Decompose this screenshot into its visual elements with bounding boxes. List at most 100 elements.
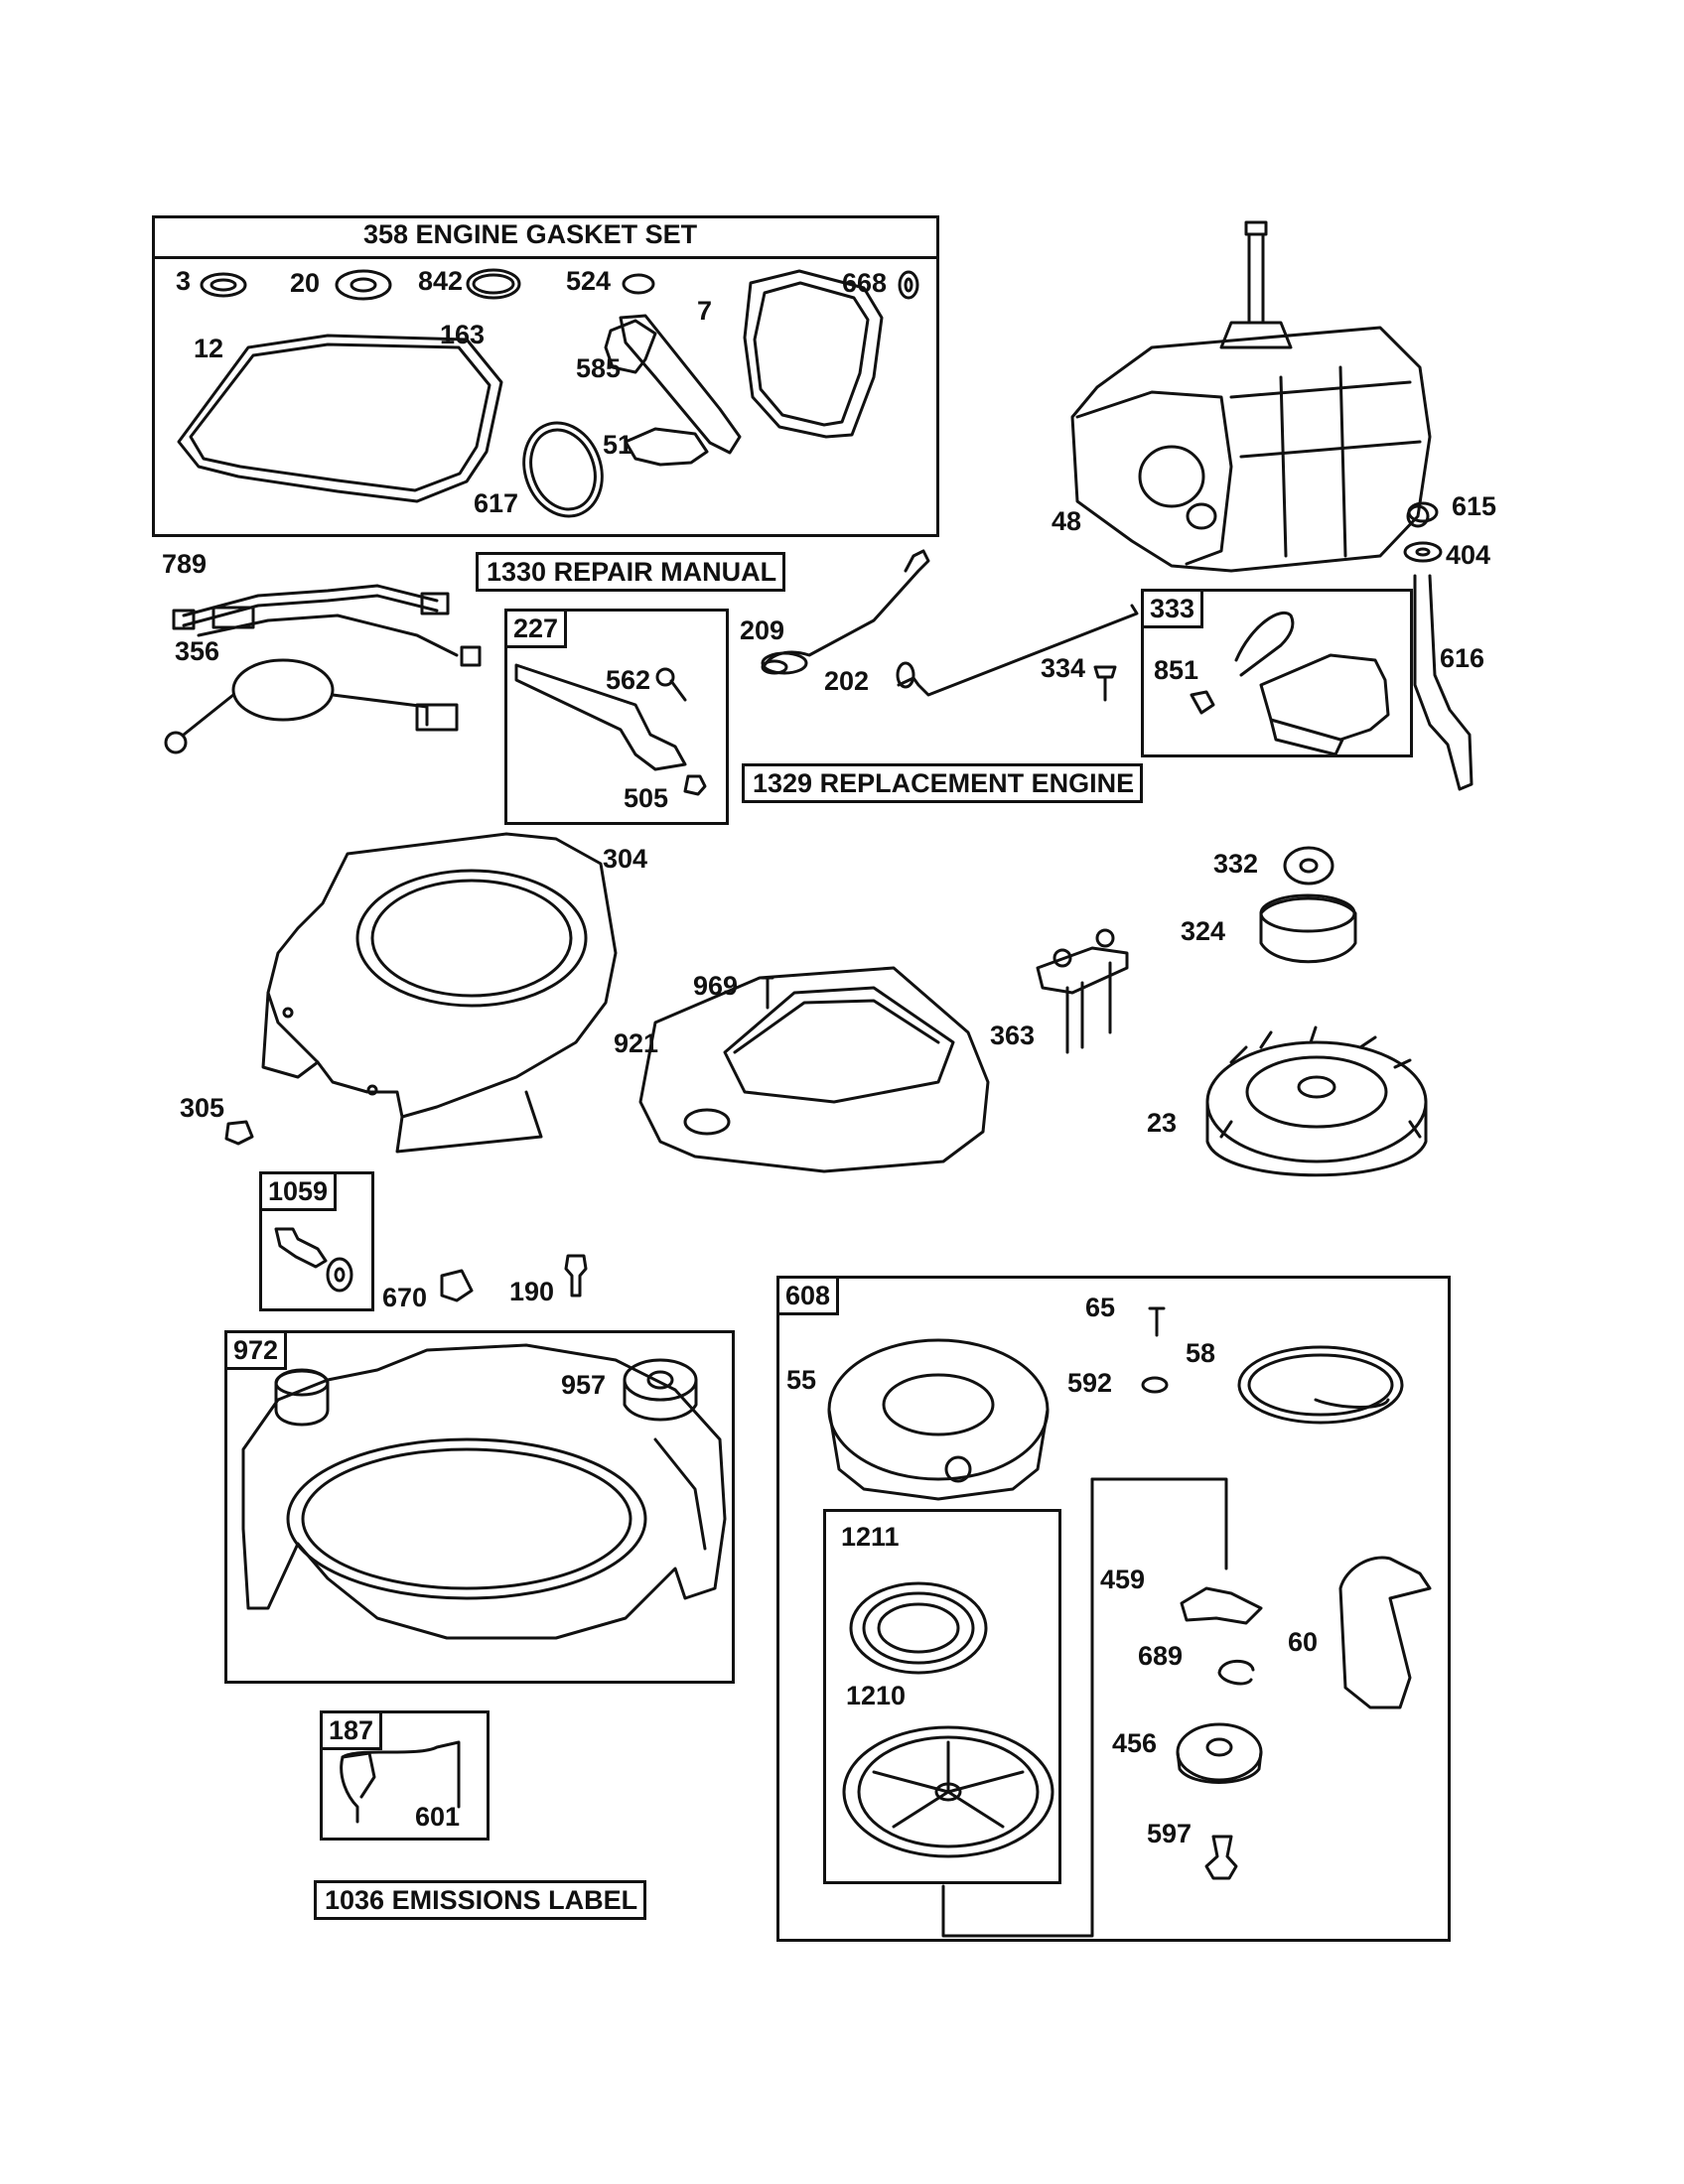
engine-gasket-set-title-bar xyxy=(152,215,939,259)
kit-187-label-601: 601 xyxy=(415,1802,461,1832)
kit-608-label-58: 58 xyxy=(1186,1338,1216,1368)
kit-1059-tag: 1059 xyxy=(259,1171,338,1211)
kit-227-tag: 227 xyxy=(504,609,568,648)
label-209: 209 xyxy=(740,615,785,645)
nut-592 xyxy=(1141,1376,1169,1394)
emissions-label-title: 1036 EMISSIONS LABEL xyxy=(314,1880,647,1920)
starter-handle-60 xyxy=(1338,1556,1432,1709)
gasket-label-585: 585 xyxy=(576,353,622,383)
gasket-label-20: 20 xyxy=(290,268,321,298)
ignition-armature-drawing xyxy=(1190,611,1390,756)
kit-972-label-957: 957 xyxy=(561,1370,607,1400)
kit-333-tag: 333 xyxy=(1141,589,1204,628)
label-23: 23 xyxy=(1147,1108,1178,1138)
starter-cup-324 xyxy=(1259,896,1357,964)
leader-line-459 xyxy=(1090,1477,1228,1570)
plug-190 xyxy=(564,1254,588,1297)
fuel-tank-972-drawing xyxy=(241,1343,727,1640)
kit-187-tag: 187 xyxy=(320,1710,383,1750)
bracket-363-drawing xyxy=(1036,928,1129,1054)
engine-block-drawing xyxy=(1070,220,1432,573)
label-202: 202 xyxy=(824,666,870,696)
gasket-set-parts xyxy=(177,268,919,518)
gasket-label-668: 668 xyxy=(842,268,888,298)
label-324: 324 xyxy=(1181,916,1226,946)
gasket-label-51: 51 xyxy=(603,430,633,460)
kit-608-label-456: 456 xyxy=(1112,1728,1158,1758)
screw-65 xyxy=(1148,1306,1166,1337)
governor-spring-and-link-drawing xyxy=(761,549,1139,697)
nut-615 xyxy=(1407,501,1439,523)
kit-1211-1210-box xyxy=(823,1509,1061,1884)
screw-597 xyxy=(1204,1835,1238,1880)
fuel-line-601 xyxy=(340,1740,461,1824)
flywheel-23-drawing xyxy=(1205,1025,1428,1177)
kit-227-label-505: 505 xyxy=(624,783,669,813)
kit-608-label-597: 597 xyxy=(1147,1819,1193,1848)
bolt-305 xyxy=(224,1120,254,1146)
blower-housing-304-drawing xyxy=(261,832,618,1154)
label-305: 305 xyxy=(180,1093,225,1123)
gasket-label-524: 524 xyxy=(566,266,612,296)
kit-label-1211: 1211 xyxy=(841,1522,900,1552)
label-332: 332 xyxy=(1213,849,1259,879)
kit-333-label-851: 851 xyxy=(1154,655,1199,685)
bracket-227-drawing xyxy=(514,663,707,796)
gasket-label-12: 12 xyxy=(194,334,224,363)
label-356: 356 xyxy=(175,636,220,666)
label-615: 615 xyxy=(1452,491,1497,521)
control-lever-616 xyxy=(1413,574,1474,791)
kit-1059-drawing xyxy=(274,1227,353,1293)
kit-227-box xyxy=(504,609,729,825)
wire-harness-drawing xyxy=(164,584,482,754)
label-789: 789 xyxy=(162,549,208,579)
spacer-670 xyxy=(440,1269,474,1302)
kit-972-tag: 972 xyxy=(224,1330,288,1370)
washer-404 xyxy=(1403,541,1443,563)
gasket-label-7: 7 xyxy=(697,296,713,326)
kit-608-label-689: 689 xyxy=(1138,1641,1184,1671)
kit-227-label-562: 562 xyxy=(606,665,651,695)
nut-332 xyxy=(1283,846,1334,886)
repair-manual-title: 1330 REPAIR MANUAL xyxy=(476,552,786,592)
spring-58-drawing xyxy=(1237,1345,1404,1425)
label-670: 670 xyxy=(382,1283,428,1312)
engine-gasket-set-title: 358 ENGINE GASKET SET xyxy=(363,219,698,249)
kit-972-box xyxy=(224,1330,735,1684)
engine-cover-921-drawing xyxy=(638,966,990,1173)
engine-gasket-set-box xyxy=(152,215,939,537)
screw-969 xyxy=(761,976,774,1010)
label-404: 404 xyxy=(1446,540,1491,570)
pulley-1210-drawing xyxy=(842,1725,1054,1858)
label-969: 969 xyxy=(693,971,739,1001)
kit-187-box xyxy=(320,1710,490,1841)
dog-459 xyxy=(1180,1586,1263,1625)
retainer-456-drawing xyxy=(1176,1722,1263,1784)
replacement-engine-title: 1329 REPLACEMENT ENGINE xyxy=(742,763,1144,803)
kit-333-box xyxy=(1141,589,1413,757)
screw-334 xyxy=(1093,665,1117,702)
label-921: 921 xyxy=(614,1028,659,1058)
kit-label-1210: 1210 xyxy=(846,1681,907,1710)
recoil-spring-1211-drawing xyxy=(849,1581,988,1675)
clip-689 xyxy=(1217,1659,1255,1686)
gasket-label-617: 617 xyxy=(474,488,519,518)
label-304: 304 xyxy=(603,844,648,874)
gasket-label-842: 842 xyxy=(418,266,464,296)
label-363: 363 xyxy=(990,1021,1036,1050)
starter-housing-55-drawing xyxy=(827,1338,1050,1501)
gasket-label-3: 3 xyxy=(176,266,192,296)
label-616: 616 xyxy=(1440,643,1485,673)
kit-608-label-459: 459 xyxy=(1100,1565,1146,1594)
kit-608-label-60: 60 xyxy=(1288,1627,1319,1657)
kit-608-box xyxy=(776,1276,1451,1942)
kit-608-tag: 608 xyxy=(776,1276,840,1315)
kit-608-label-55: 55 xyxy=(786,1365,817,1395)
kit-608-label-65: 65 xyxy=(1085,1293,1116,1322)
fuel-cap-957-drawing xyxy=(623,1358,698,1422)
label-48: 48 xyxy=(1052,506,1082,536)
label-334: 334 xyxy=(1041,653,1086,683)
label-190: 190 xyxy=(509,1277,555,1306)
gasket-label-163: 163 xyxy=(440,320,486,349)
